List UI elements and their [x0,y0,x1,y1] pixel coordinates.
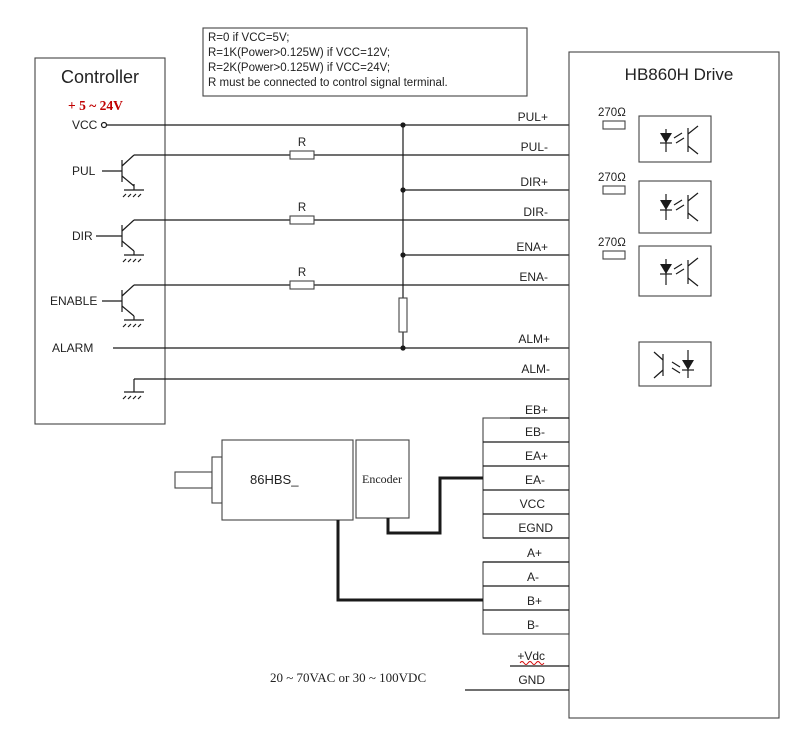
note-line-3: R=2K(Power>0.125W) if VCC=24V; [208,62,390,74]
note-line-1: R=0 if VCC=5V; [208,32,289,44]
drive-box [568,51,780,719]
controller-box [34,57,166,425]
terminal-ea-plus: EA+ [525,449,548,463]
encoder-label: Encoder [362,472,402,486]
svg-text:270Ω: 270Ω [598,172,626,184]
resistor-r-dir: R [289,202,315,225]
vcc-label: VCC [72,118,98,132]
motor-terminal-box [482,561,570,635]
terminal-pul-plus: PUL+ [518,110,548,124]
terminal-b-plus: B+ [527,594,542,608]
motor-flange [211,456,223,504]
optocoupler-pul [638,115,712,163]
terminal-eb-plus: EB+ [525,403,548,417]
drive-signal-terminals: PUL+ PUL- DIR+ DIR- ENA+ ENA- ALM+ ALM- [516,110,550,376]
resistor-label: R [298,267,306,279]
ohm-symbol: Ω [617,172,626,184]
controller-block: Controller + 5 ~ 24V VCC PUL DIR ENABLE … [34,57,166,425]
encoder-terminal-box [482,417,570,539]
power-supply-label: 20 ~ 70VAC or 30 ~ 100VDC [270,670,426,685]
resistor-r-pul: R [289,137,315,160]
resistor-270-dir: 270Ω [598,172,626,195]
transistor-dir [96,219,144,263]
dir-label: DIR [72,229,93,243]
controller-title: Controller [61,67,139,87]
cables [336,476,483,602]
optocoupler-alarm [638,341,712,387]
note-line-4: R must be connected to control signal te… [208,77,448,89]
terminal-vdc: +Vdc [517,649,545,663]
ohm-symbol: Ω [617,237,626,249]
transistor-pul [102,154,144,198]
terminal-alm-minus: ALM- [521,362,550,376]
terminal-dir-plus: DIR+ [520,175,548,189]
resistor-270-ena: 270Ω [598,237,626,260]
terminal-alm-plus: ALM+ [518,332,550,346]
terminal-egnd: EGND [518,521,553,535]
drive-block: HB860H Drive [568,51,780,719]
ohm-symbol: Ω [617,107,626,119]
pul-label: PUL [72,164,96,178]
terminal-ena-plus: ENA+ [516,240,548,254]
alarm-label: ALARM [52,341,93,355]
terminal-a-plus: A+ [527,546,542,560]
terminal-gnd: GND [518,673,545,687]
note-line-2: R=1K(Power>0.125W) if VCC=12V; [208,47,390,59]
resistor-270-pul: 270Ω [598,107,626,130]
motor-body [221,439,354,521]
terminal-dir-minus: DIR- [523,205,548,219]
resistor-label: R [298,202,306,214]
terminal-b-minus: B- [527,618,539,632]
enable-label: ENABLE [50,294,97,308]
r270-value: 270 [598,172,617,184]
svg-text:270Ω: 270Ω [598,107,626,119]
terminal-block: EB+ EB- EA+ EA- VCC EGND A+ A- B+ B- +Vd… [465,403,570,691]
optocoupler-dir [638,180,712,234]
encoder-box [355,439,410,519]
drive-title: HB860H Drive [625,65,734,84]
r270-value: 270 [598,237,617,249]
motor-label: 86HBS_ [250,472,299,487]
terminal-a-minus: A- [527,570,539,584]
resistor-note: R=0 if VCC=5V; R=1K(Power>0.125W) if VCC… [202,27,528,97]
resistor-r-ena: R [289,267,315,290]
vcc-terminal [100,121,108,129]
vcc-voltage-label: + 5 ~ 24V [68,98,123,113]
pullup-resistor [398,297,408,333]
motor-assembly: 86HBS_ Encoder [174,439,410,521]
r270-value: 270 [598,107,617,119]
resistor-label: R [298,137,306,149]
terminal-pul-minus: PUL- [521,140,548,154]
svg-text:270Ω: 270Ω [598,237,626,249]
optocoupler-ena [638,245,712,297]
terminal-vcc: VCC [520,497,546,511]
note-box [202,27,528,97]
transistor-enable [102,284,144,328]
terminal-ea-minus: EA- [525,473,545,487]
motor-shaft [174,471,213,489]
terminal-ena-minus: ENA- [519,270,548,284]
terminal-eb-minus: EB- [525,425,545,439]
ground-alm [122,379,144,400]
